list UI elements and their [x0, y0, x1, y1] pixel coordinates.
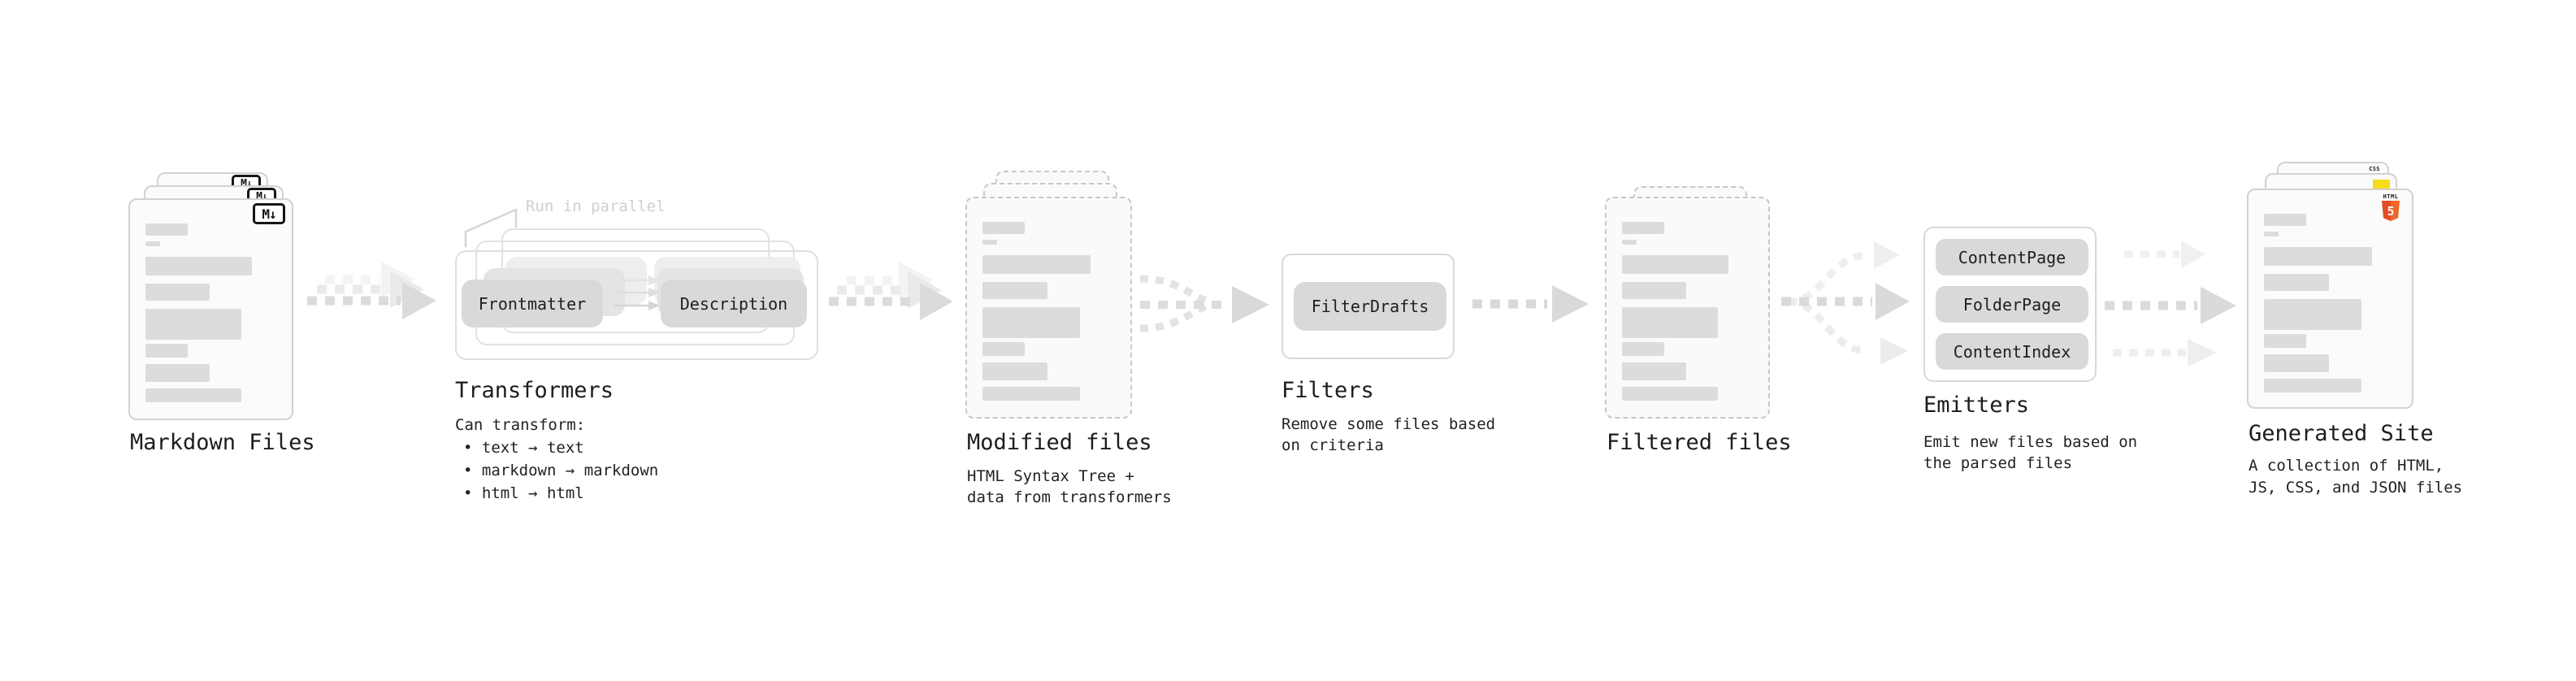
contentindex-pill: ContentIndex	[1936, 333, 2088, 370]
skeleton-bar	[145, 223, 188, 236]
stage-label-emitters: Emitters	[1923, 393, 2030, 418]
contentpage-pill: ContentPage	[1936, 239, 2088, 275]
arrow-modified-to-filters	[1139, 275, 1269, 332]
document-skeleton	[2264, 214, 2399, 393]
folderpage-pill: FolderPage	[1936, 286, 2088, 323]
markdown-file-card-front: M↓	[128, 198, 293, 420]
document-skeleton	[1622, 222, 1755, 401]
desc-line: HTML Syntax Tree +	[967, 467, 1134, 485]
stage-label-transformers: Transformers	[455, 378, 614, 403]
arrow-emitters-to-site	[2105, 241, 2236, 367]
skeleton-bar	[982, 240, 998, 245]
html5-icon-number: 5	[2387, 203, 2395, 219]
modified-file-card-front	[965, 197, 1132, 419]
frontmatter-pill: Frontmatter	[462, 280, 603, 327]
arrow-filtered-to-emitters	[1781, 241, 1910, 365]
emitters-box: ContentPage FolderPage ContentIndex	[1923, 227, 2097, 382]
skeleton-bar	[2264, 232, 2279, 236]
emitters-description: Emit new files based on the parsed files	[1923, 432, 2137, 474]
desc-line: Emit new files based on	[1923, 433, 2138, 451]
skeleton-bar	[1622, 282, 1686, 299]
desc-line: Remove some files based	[1281, 415, 1496, 433]
skeleton-bar	[2264, 299, 2361, 330]
stage-label-filters: Filters	[1281, 378, 1374, 403]
generated-site-description: A collection of HTML, JS, CSS, and JSON …	[2249, 455, 2462, 499]
arrow-markdown-to-transformers	[307, 261, 436, 319]
skeleton-bar	[145, 241, 161, 246]
description-pill: Description	[661, 280, 807, 327]
filters-box: FilterDrafts	[1281, 254, 1455, 359]
html5-icon-word: HTML	[2383, 193, 2399, 200]
markdown-icon: M↓	[253, 203, 285, 224]
stage-label-generated-site: Generated Site	[2249, 421, 2434, 446]
desc-line: on criteria	[1281, 436, 1384, 454]
skeleton-bar	[982, 342, 1026, 356]
skeleton-bar	[145, 309, 242, 340]
stage-label-filtered-files: Filtered files	[1607, 430, 1792, 455]
skeleton-bar	[982, 255, 1091, 274]
skeleton-bar	[2264, 274, 2329, 291]
skeleton-bar	[2264, 379, 2361, 393]
desc-line: • text → text	[463, 439, 584, 457]
skeleton-bar	[982, 307, 1080, 338]
run-in-parallel-annotation: Run in parallel	[526, 197, 666, 215]
desc-line: data from transformers	[967, 488, 1172, 506]
skeleton-bar	[1622, 342, 1664, 356]
skeleton-bar	[145, 364, 210, 382]
skeleton-bar	[982, 282, 1047, 299]
modified-files-description: HTML Syntax Tree + data from transformer…	[967, 466, 1172, 508]
filters-description: Remove some files based on criteria	[1281, 414, 1495, 456]
skeleton-bar	[1622, 387, 1719, 401]
document-skeleton	[982, 222, 1117, 401]
javascript-icon	[2373, 180, 2390, 189]
skeleton-bar	[145, 257, 253, 275]
skeleton-bar	[1622, 222, 1664, 234]
skeleton-bar	[1622, 362, 1686, 380]
site-file-card-front: HTML 5	[2247, 189, 2413, 409]
html5-icon: HTML 5	[2381, 193, 2400, 221]
html5-icon-shield: 5	[2382, 201, 2400, 221]
css-icon-label: CSS	[2369, 166, 2380, 172]
desc-line: the parsed files	[1923, 454, 2073, 472]
skeleton-bar	[2264, 334, 2307, 348]
document-skeleton	[145, 223, 279, 402]
skeleton-bar	[2264, 354, 2329, 372]
skeleton-bar	[145, 344, 188, 358]
arrow-transformers-to-modified	[829, 262, 953, 320]
skeleton-bar	[2264, 214, 2307, 226]
filterdrafts-pill: FilterDrafts	[1294, 282, 1446, 331]
desc-line: • html → html	[463, 484, 584, 502]
skeleton-bar	[2264, 247, 2372, 266]
desc-line: • markdown → markdown	[463, 462, 659, 479]
stage-label-markdown-files: Markdown Files	[130, 430, 315, 455]
skeleton-bar	[1622, 255, 1729, 274]
skeleton-bar	[982, 222, 1026, 234]
arrow-filters-to-filtered	[1472, 285, 1589, 323]
filtered-file-card-front	[1605, 197, 1770, 419]
stage-label-modified-files: Modified files	[967, 430, 1152, 455]
skeleton-bar	[1622, 240, 1637, 245]
skeleton-bar	[145, 388, 242, 402]
skeleton-bar	[982, 387, 1080, 401]
desc-line: Can transform:	[455, 416, 586, 434]
desc-line: A collection of HTML,	[2249, 457, 2444, 475]
skeleton-bar	[1622, 307, 1719, 338]
desc-line: JS, CSS, and JSON files	[2249, 479, 2463, 497]
skeleton-bar	[982, 362, 1047, 380]
skeleton-bar	[145, 284, 210, 301]
transformer-layer-box-front	[455, 250, 818, 360]
transformers-description: Can transform: • text → text • markdown …	[455, 414, 658, 505]
